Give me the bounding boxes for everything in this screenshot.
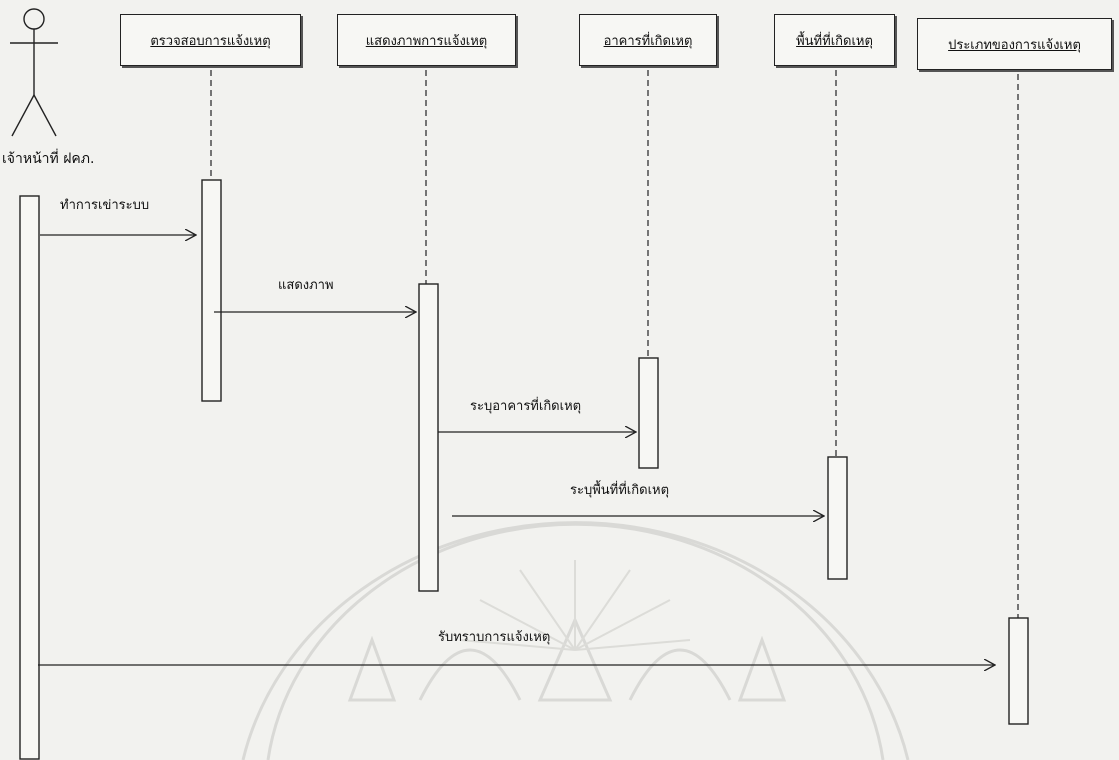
object-label-obj3: อาคารที่เกิดเหตุ <box>603 33 693 49</box>
object-box-obj1: ตรวจสอบการแจ้งเหตุ <box>120 14 301 66</box>
object-label-obj2: แสดงภาพการแจ้งเหตุ <box>365 33 488 49</box>
message-label-3: ระบุอาคารที่เกิดเหตุ <box>470 399 582 414</box>
object-box-obj2: แสดงภาพการแจ้งเหตุ <box>337 14 516 66</box>
actor-label: เจ้าหน้าที่ ฝคภ. <box>2 151 95 167</box>
object-label-obj1: ตรวจสอบการแจ้งเหตุ <box>150 33 271 49</box>
activation-obj5 <box>1008 617 1029 725</box>
object-label-obj5: ประเภทของการแจ้งเหตุ <box>948 37 1081 53</box>
message-label-4: ระบุพื้นที่ที่เกิดเหตุ <box>570 483 670 498</box>
message-label-1: ทำการเข่าระบบ <box>60 198 150 213</box>
object-box-obj3: อาคารที่เกิดเหตุ <box>579 14 717 66</box>
activation-actor <box>19 195 40 760</box>
object-label-obj4: พื้นที่ที่เกิดเหตุ <box>796 33 873 49</box>
activation-obj1 <box>201 179 222 402</box>
object-box-obj4: พื้นที่ที่เกิดเหตุ <box>774 14 895 66</box>
object-box-obj5: ประเภทของการแจ้งเหตุ <box>917 18 1112 70</box>
activation-obj4 <box>827 456 848 580</box>
message-label-2: แสดงภาพ <box>278 278 334 293</box>
message-label-5: รับทราบการแจ้งเหตุ <box>438 630 551 645</box>
actor-figure <box>10 8 58 137</box>
activation-obj3 <box>638 357 659 469</box>
activation-obj2 <box>418 283 439 592</box>
